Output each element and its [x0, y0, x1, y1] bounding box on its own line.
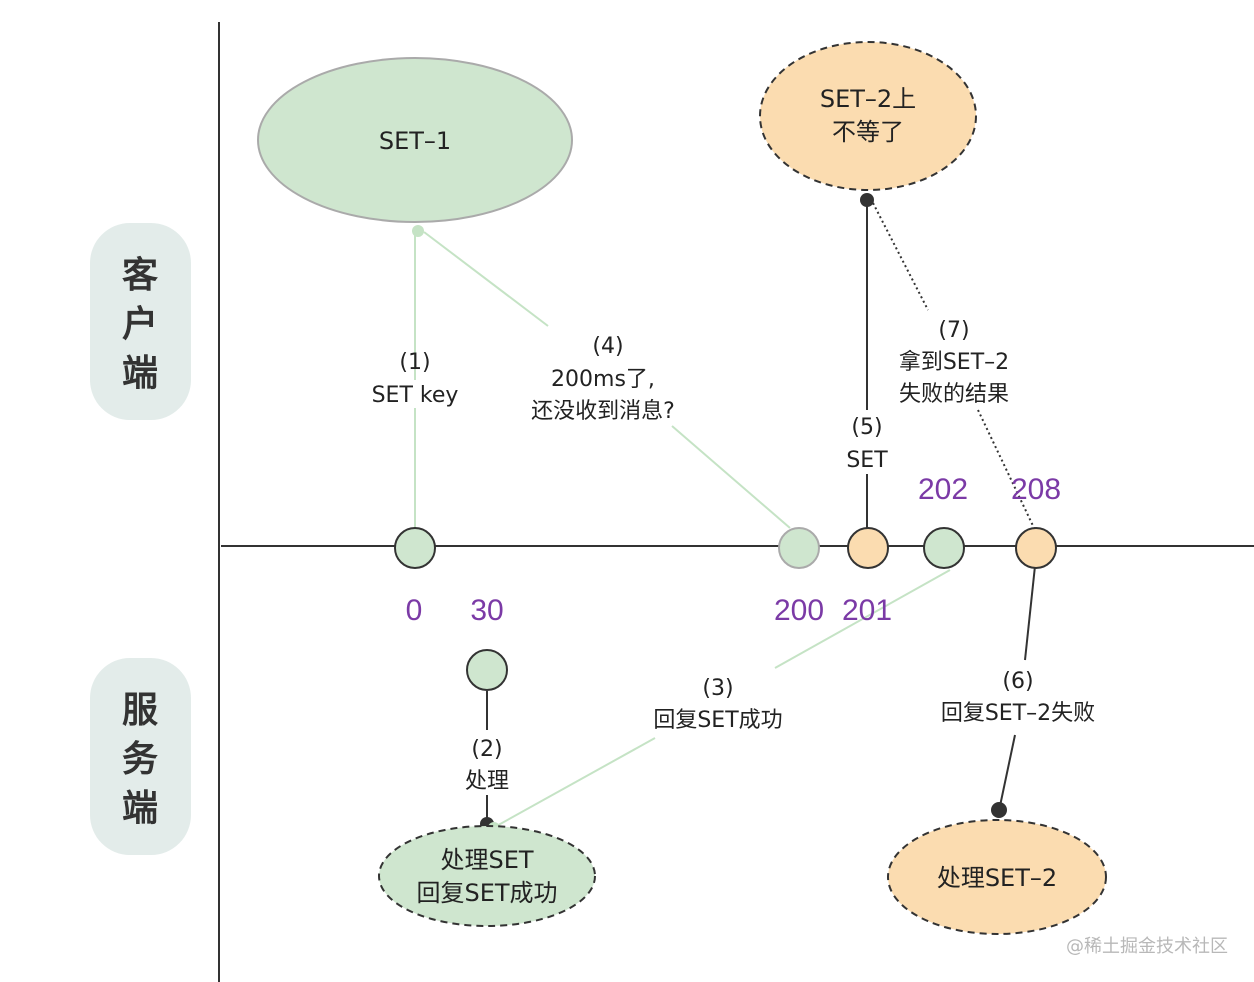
client-lane-label: 客 户 端 [90, 223, 191, 420]
step6-line-top [1024, 565, 1036, 661]
svg-text:(3): (3) [702, 676, 733, 701]
step-1-label: (1) SET key [372, 350, 459, 408]
svg-text:服: 服 [122, 690, 158, 731]
step-6-label: (6) 回复SET–2失败 [941, 669, 1095, 726]
svg-text:不等了: 不等了 [832, 118, 904, 146]
svg-text:(4): (4) [592, 334, 623, 359]
step-2-label: (2) 处理 [465, 737, 509, 794]
step6-line-bottom [999, 734, 1016, 807]
watermark: @稀土掘金技术社区 [1066, 936, 1228, 957]
svg-text:(1): (1) [399, 350, 430, 375]
server-lane-label: 服 务 端 [90, 658, 191, 855]
step3-line-top [774, 569, 951, 669]
svg-text:(6): (6) [1002, 669, 1033, 694]
timeline-points [394, 527, 1057, 691]
svg-text:SET–2上: SET–2上 [820, 85, 916, 113]
node-client-timeout: SET–2上 不等了 [759, 41, 977, 191]
svg-text:SET key: SET key [372, 383, 459, 408]
svg-text:0: 0 [406, 594, 423, 627]
svg-text:务: 务 [122, 739, 158, 780]
point-201 [847, 527, 889, 569]
timeline-labels: 0 30 200 201 202 208 [406, 473, 1061, 627]
step-3-label: (3) 回复SET成功 [653, 676, 782, 733]
svg-text:30: 30 [470, 594, 503, 627]
connectors [412, 193, 1036, 834]
svg-text:还没收到消息?: 还没收到消息? [531, 399, 675, 424]
svg-text:回复SET成功: 回复SET成功 [653, 708, 782, 733]
step-7-label: (7) 拿到SET–2 失败的结果 [899, 318, 1009, 407]
step-4-label: (4) 200ms了, 还没收到消息? [531, 334, 675, 424]
svg-text:户: 户 [122, 304, 158, 345]
point-208 [1015, 527, 1057, 569]
svg-text:(5): (5) [851, 415, 882, 440]
svg-text:处理SET–2: 处理SET–2 [937, 864, 1057, 892]
step4-line-bottom [671, 425, 791, 529]
svg-text:回复SET成功: 回复SET成功 [416, 879, 557, 907]
point-202 [923, 527, 965, 569]
svg-text:失败的结果: 失败的结果 [899, 382, 1009, 407]
step4-line-top [423, 231, 549, 327]
svg-text:(7): (7) [938, 318, 969, 343]
svg-text:处理: 处理 [465, 769, 509, 794]
point-200 [778, 527, 820, 569]
point-0 [394, 527, 436, 569]
step-5-label: (5) SET [846, 415, 888, 473]
point-30 [466, 649, 508, 691]
node-set1: SET–1 [257, 57, 573, 223]
svg-text:拿到SET–2: 拿到SET–2 [899, 349, 1009, 375]
svg-text:201: 201 [842, 594, 892, 627]
svg-text:SET: SET [846, 448, 888, 473]
node-server-process2: 处理SET–2 [887, 819, 1107, 935]
svg-text:端: 端 [122, 353, 158, 394]
svg-text:端: 端 [122, 788, 158, 829]
svg-text:回复SET–2失败: 回复SET–2失败 [941, 701, 1095, 726]
step7-line-top [872, 202, 929, 311]
svg-text:200ms了,: 200ms了, [551, 367, 655, 392]
svg-text:客: 客 [122, 255, 158, 296]
svg-text:(2): (2) [471, 737, 502, 762]
svg-text:200: 200 [774, 594, 824, 627]
svg-text:208: 208 [1011, 473, 1061, 506]
step7-line-bottom [977, 409, 1036, 531]
node-server-process: 处理SET 回复SET成功 [378, 825, 596, 927]
svg-text:处理SET: 处理SET [440, 846, 533, 874]
svg-text:SET–1: SET–1 [379, 127, 451, 155]
step3-line-bottom [492, 737, 656, 829]
svg-text:202: 202 [918, 473, 968, 506]
